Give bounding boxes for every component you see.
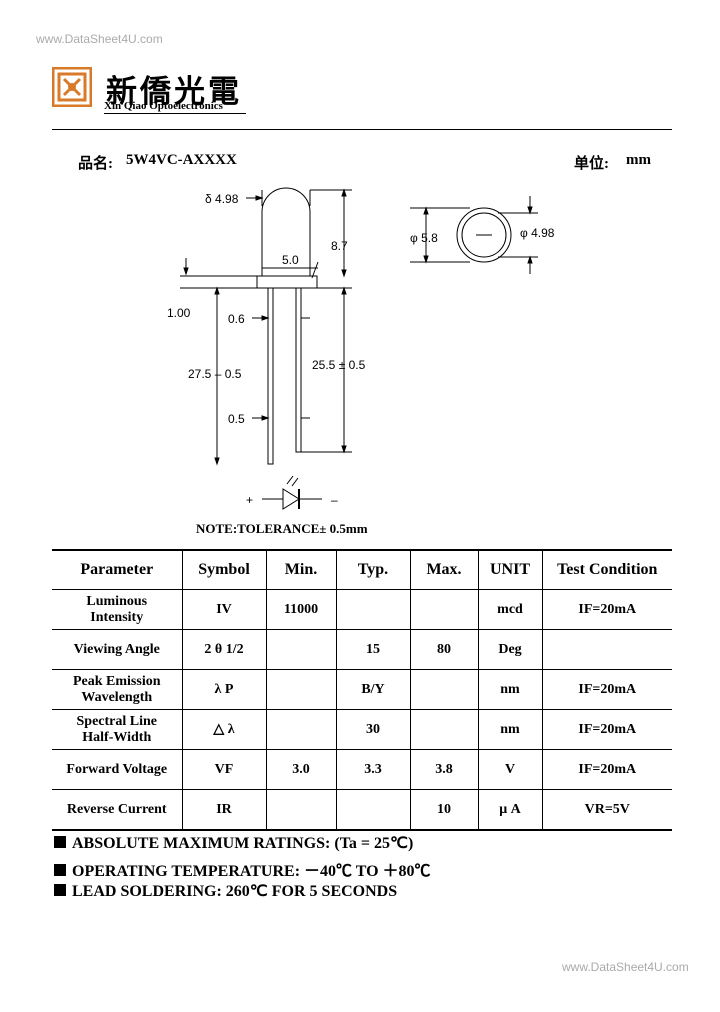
cell-min bbox=[265, 669, 337, 710]
cell-parameter: Peak Emission Wavelength bbox=[52, 669, 183, 710]
dim-lead-gap: 0.5 bbox=[228, 412, 245, 426]
dim-height: 8.7 bbox=[331, 239, 348, 253]
brand-underline bbox=[104, 113, 246, 114]
note-solder: LEAD SOLDERING: 260℃ FOR 5 SECONDS bbox=[54, 881, 397, 901]
note-solder-text: LEAD SOLDERING: 260℃ FOR 5 SECONDS bbox=[72, 883, 398, 900]
cell-symbol: IV bbox=[181, 589, 267, 630]
tolerance-note: NOTE:TOLERANCE± 0.5mm bbox=[196, 521, 368, 536]
table-row: Spectral Line Half-Width △ λ 30 nm IF=20… bbox=[52, 709, 672, 750]
bullet-square-icon bbox=[54, 836, 66, 848]
unit-label: 单位: bbox=[574, 156, 609, 172]
dim-flange: 5.0 bbox=[282, 253, 299, 267]
cell-unit: V bbox=[477, 749, 543, 790]
note-op-temp-text: OPERATING TEMPERATURE: －40℃ TO ＋80℃ bbox=[72, 863, 431, 880]
cell-min: 11000 bbox=[265, 589, 337, 630]
bullet-square-icon bbox=[54, 864, 66, 876]
cell-min bbox=[265, 709, 337, 750]
company-name-en: Xin Qiao Optoelectronics bbox=[104, 100, 223, 112]
dim-lead-width: 0.6 bbox=[228, 312, 245, 326]
cell-typ: B/Y bbox=[335, 669, 411, 710]
table-row: Peak Emission Wavelength λ P B/Y nm IF=2… bbox=[52, 669, 672, 710]
header-divider bbox=[52, 129, 672, 130]
table-row: Luminous Intensity IV 11000 mcd IF=20mA bbox=[52, 589, 672, 630]
table-row: Forward Voltage VF 3.0 3.3 3.8 V IF=20mA bbox=[52, 749, 672, 790]
cell-typ: 30 bbox=[335, 709, 411, 750]
cell-symbol: △ λ bbox=[181, 709, 267, 750]
watermark-bottom: www.DataSheet4U.com bbox=[562, 960, 689, 974]
cell-typ: 3.3 bbox=[335, 749, 411, 790]
dim-diameter: δ 4.98 bbox=[205, 192, 239, 206]
cell-symbol: IR bbox=[181, 789, 267, 831]
cell-parameter: Viewing Angle bbox=[52, 629, 183, 670]
table-row: Reverse Current IR 10 μ A VR=5V bbox=[52, 789, 672, 831]
note-abs-max: ABSOLUTE MAXIMUM RATINGS: (Ta = 25℃) bbox=[54, 833, 413, 853]
cell-unit: μ A bbox=[477, 789, 543, 831]
polarity-minus: – bbox=[331, 493, 338, 507]
company-logo bbox=[51, 66, 93, 108]
cell-unit: nm bbox=[477, 669, 543, 710]
cell-min: 3.0 bbox=[265, 749, 337, 790]
cell-symbol: VF bbox=[181, 749, 267, 790]
product-name-label: 品名: bbox=[78, 156, 113, 172]
cell-parameter: Spectral Line Half-Width bbox=[52, 709, 183, 750]
header-symbol: Symbol bbox=[181, 549, 267, 590]
top-view-inner: φ 4.98 bbox=[520, 226, 555, 240]
company-name-cn: 新僑光電 bbox=[106, 74, 242, 109]
cell-max bbox=[409, 589, 479, 630]
led-dimension-drawing: δ 4.98 8.7 5.0 1.00 0.6 27.5 – 0.5 0.5 2… bbox=[167, 187, 555, 536]
cell-symbol: λ P bbox=[181, 669, 267, 710]
cell-max: 80 bbox=[409, 629, 479, 670]
cell-symbol: 2 θ 1/2 bbox=[181, 629, 267, 670]
cell-max: 3.8 bbox=[409, 749, 479, 790]
note-abs-max-text: ABSOLUTE MAXIMUM RATINGS: (Ta = 25℃) bbox=[72, 835, 414, 852]
cell-test-condition: IF=20mA bbox=[541, 749, 672, 790]
table-header-row: Parameter Symbol Min. Typ. Max. UNIT Tes… bbox=[52, 549, 672, 590]
cell-parameter: Forward Voltage bbox=[52, 749, 183, 790]
dim-offset: 1.00 bbox=[167, 306, 191, 320]
header-unit: UNIT bbox=[477, 549, 543, 590]
cell-typ bbox=[335, 789, 411, 831]
cell-test-condition: VR=5V bbox=[541, 789, 672, 831]
header-min: Min. bbox=[265, 549, 337, 590]
table-row: Viewing Angle 2 θ 1/2 15 80 Deg bbox=[52, 629, 672, 670]
header-test-condition: Test Condition bbox=[541, 549, 672, 590]
header-typ: Typ. bbox=[335, 549, 411, 590]
cell-test-condition: IF=20mA bbox=[541, 669, 672, 710]
top-view-outer: φ 5.8 bbox=[410, 231, 438, 245]
cell-max bbox=[409, 709, 479, 750]
cell-parameter: Reverse Current bbox=[52, 789, 183, 831]
dim-length: 25.5 ± 0.5 bbox=[312, 358, 366, 372]
product-model: 5W4VC-AXXXX bbox=[126, 152, 237, 168]
cell-test-condition bbox=[541, 629, 672, 670]
watermark-top: www.DataSheet4U.com bbox=[36, 32, 163, 46]
cell-typ bbox=[335, 589, 411, 630]
cell-unit: nm bbox=[477, 709, 543, 750]
header-max: Max. bbox=[409, 549, 479, 590]
cell-unit: mcd bbox=[477, 589, 543, 630]
bullet-square-icon bbox=[54, 884, 66, 896]
spec-table: Parameter Symbol Min. Typ. Max. UNIT Tes… bbox=[52, 549, 672, 831]
cell-max bbox=[409, 669, 479, 710]
cell-typ: 15 bbox=[335, 629, 411, 670]
cell-min bbox=[265, 789, 337, 831]
cell-unit: Deg bbox=[477, 629, 543, 670]
cell-test-condition: IF=20mA bbox=[541, 709, 672, 750]
cell-test-condition: IF=20mA bbox=[541, 589, 672, 630]
cell-max: 10 bbox=[409, 789, 479, 831]
unit-value: mm bbox=[626, 152, 651, 168]
cell-parameter: Luminous Intensity bbox=[52, 589, 183, 630]
polarity-plus: + bbox=[246, 493, 253, 507]
header-parameter: Parameter bbox=[52, 549, 183, 590]
cell-min bbox=[265, 629, 337, 670]
note-op-temp: OPERATING TEMPERATURE: －40℃ TO ＋80℃ bbox=[54, 857, 431, 881]
dim-lead-total: 27.5 – 0.5 bbox=[188, 367, 242, 381]
